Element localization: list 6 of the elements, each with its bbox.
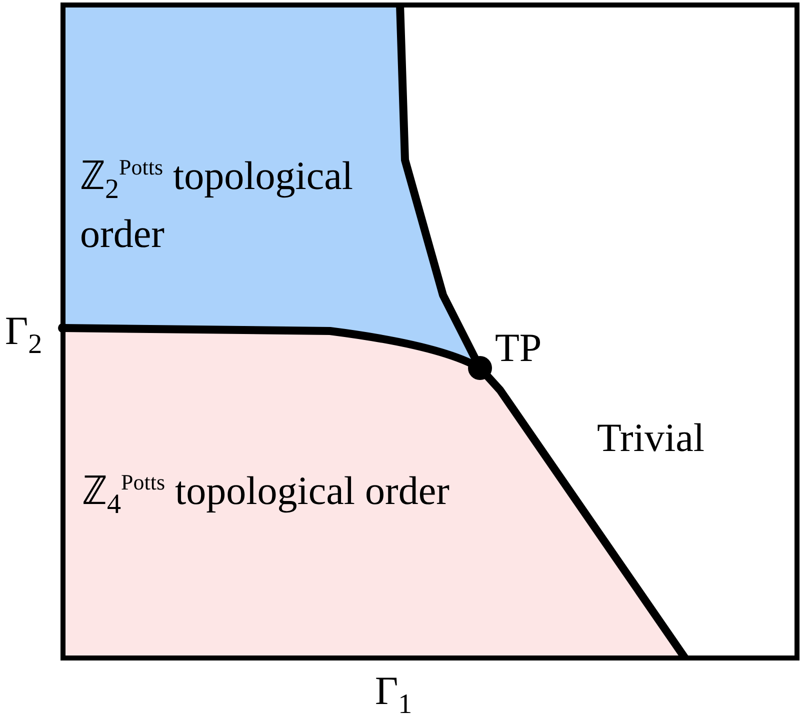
- phase-label: ℤ$_{4}$$^{Potts}$ topological order: [82, 467, 450, 522]
- point-label: TP: [495, 324, 542, 372]
- axis-label: Γ$_{2}$: [5, 307, 42, 362]
- axis-label: Γ$_{1}$: [375, 667, 412, 722]
- phase-label: Trivial: [597, 414, 704, 462]
- phase-label: ℤ$_{2}$$^{Potts}$ topological order: [80, 152, 354, 258]
